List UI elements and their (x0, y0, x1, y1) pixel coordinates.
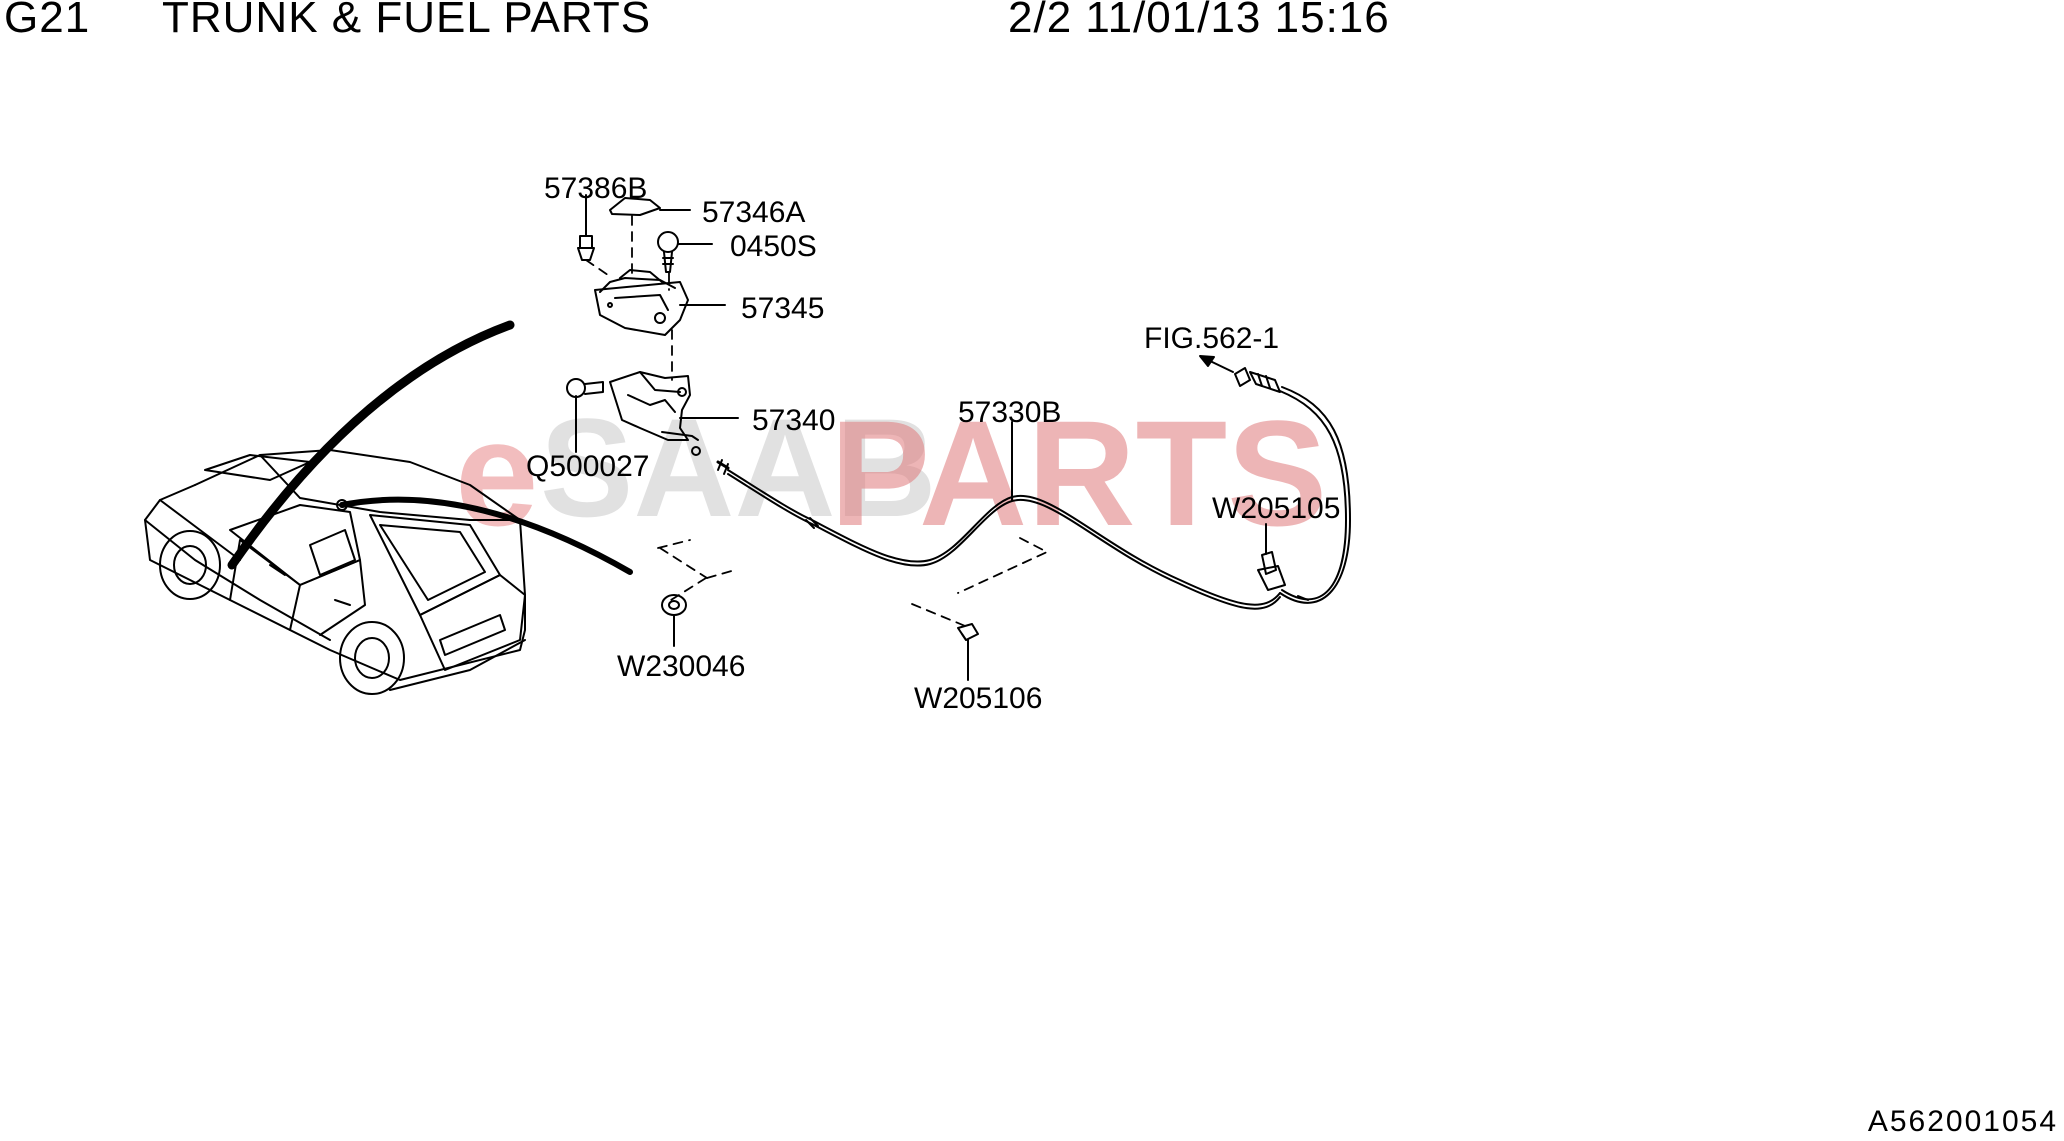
diagram-code: A562001054 (1867, 1105, 2058, 1138)
part-label-q500027[interactable]: Q500027 (526, 450, 650, 483)
part-label-0450s[interactable]: 0450S (730, 230, 817, 263)
watermark-suffix: PARTS (830, 389, 1328, 557)
part-label-57346a[interactable]: 57346A (702, 196, 806, 229)
part-label-w230046[interactable]: W230046 (617, 650, 746, 683)
figure-reference-link[interactable]: FIG.562-1 (1144, 322, 1280, 355)
part-label-57340[interactable]: 57340 (752, 404, 836, 437)
part-label-57386b[interactable]: 57386B (544, 172, 648, 205)
page-info: 2/2 11/01/13 15:16 (1008, 0, 1390, 42)
page-title: TRUNK & FUEL PARTS (162, 0, 652, 42)
part-label-57345[interactable]: 57345 (741, 292, 825, 325)
group-code: G21 (4, 0, 91, 42)
part-label-w205106[interactable]: W205106 (914, 682, 1043, 715)
part-label-57330b[interactable]: 57330B (958, 396, 1062, 429)
car-illustration (144, 449, 526, 695)
watermark-middle: SAAB (540, 389, 937, 546)
part-label-w205105[interactable]: W205105 (1212, 492, 1341, 525)
